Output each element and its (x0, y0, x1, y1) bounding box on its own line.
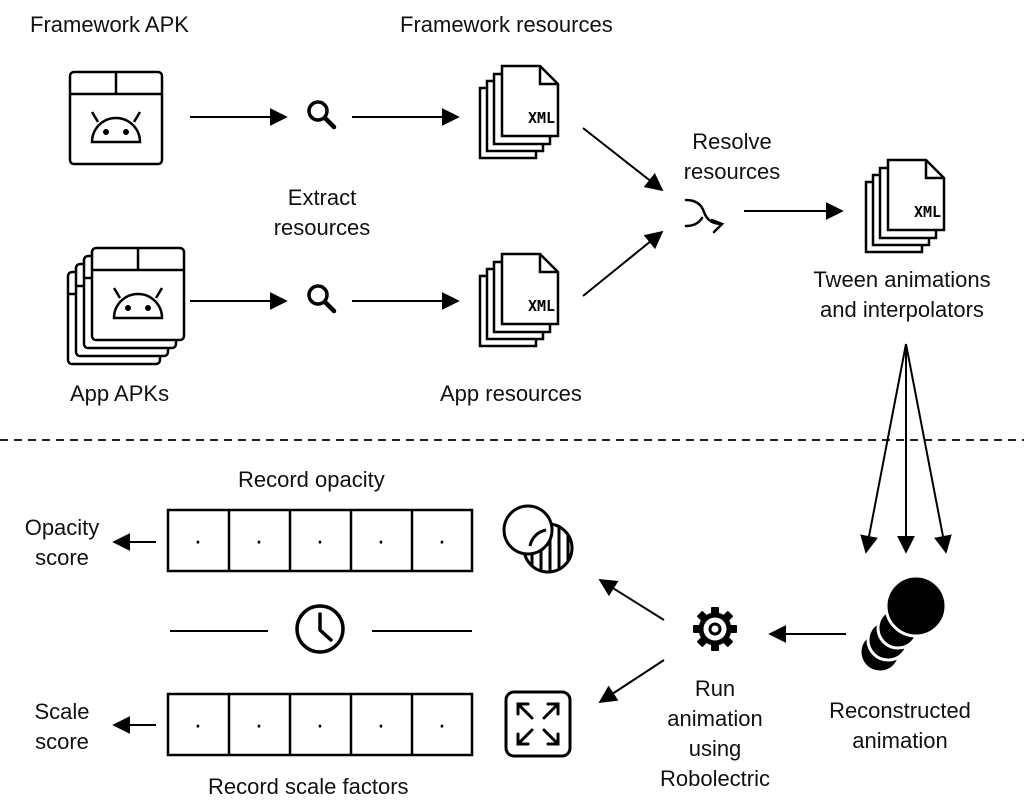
record-scale-factors-label: Record scale factors (208, 774, 409, 799)
arrow-tween-down-left (860, 343, 907, 554)
run-animation-label: Run animation using Robolectric (648, 674, 782, 794)
merge-arrow-icon (684, 198, 725, 234)
extract-resources-label: Extract resources (264, 183, 380, 243)
reconstructed-animation-line-1: Reconstructed (829, 698, 971, 723)
opacity-frame-4: · (377, 525, 386, 555)
tween-animations-label: Tween animations and interpolators (800, 265, 1004, 325)
scale-frames: · · · · · (166, 692, 474, 757)
opacity-circles-icon (502, 504, 574, 574)
scale-frame-3: · (316, 709, 325, 739)
scale-frame-1: · (194, 709, 203, 739)
opacity-frame-1: · (194, 525, 203, 555)
framework-apk-icon (68, 70, 164, 166)
opacity-frames: · · · · · (166, 508, 474, 573)
app-xml-files-icon: XML (478, 252, 560, 348)
search-icon-bottom (309, 286, 334, 311)
app-apks-icon (66, 246, 186, 366)
animated-ball-icon (858, 574, 948, 674)
arrow-app-to-resolve (582, 230, 664, 297)
run-animation-line-1: Run (694, 676, 736, 701)
resolve-resources-line-2: resources (683, 159, 781, 184)
opacity-frame-3: · (316, 525, 325, 555)
reconstructed-animation-line-2: animation (852, 728, 948, 753)
tween-animations-line-2: and interpolators (820, 297, 984, 322)
reconstructed-animation-label: Reconstructed animation (812, 696, 988, 756)
opacity-score-line-2: score (35, 545, 89, 570)
run-animation-line-2: animation (667, 706, 763, 731)
arrow-framework-to-resolve (582, 127, 664, 192)
xml-tag: XML (528, 109, 555, 127)
arrow-gear-to-scale (598, 659, 665, 703)
scale-score-line-2: score (35, 729, 89, 754)
xml-tag: XML (914, 203, 941, 221)
search-icon-top (309, 102, 334, 127)
scale-score-line-1: Scale (34, 699, 90, 724)
extract-resources-line-2: resources (273, 215, 371, 240)
framework-apk-label: Framework APK (30, 12, 189, 37)
framework-resources-label: Framework resources (400, 12, 613, 37)
scale-expand-icon (504, 690, 572, 758)
scale-score-label: Scale score (14, 697, 110, 757)
resolve-resources-label: Resolve resources (676, 127, 788, 187)
scale-frame-4: · (377, 709, 386, 739)
opacity-frame-2: · (255, 525, 264, 555)
clock-icon (295, 604, 345, 654)
gear-icon (693, 607, 737, 651)
opacity-score-label: Opacity score (14, 513, 110, 573)
app-apks-label: App APKs (70, 381, 170, 406)
framework-xml-files-icon: XML (478, 64, 560, 160)
xml-tag: XML (528, 297, 555, 315)
tween-animations-line-1: Tween animations (813, 267, 991, 292)
opacity-score-line-1: Opacity (24, 515, 100, 540)
record-opacity-label: Record opacity (238, 467, 385, 492)
arrow-tween-down-right (905, 343, 952, 554)
scale-frame-2: · (255, 709, 264, 739)
extract-resources-line-1: Extract (287, 185, 357, 210)
tween-xml-files-icon: XML (864, 158, 946, 254)
run-animation-line-3: using (688, 736, 742, 761)
opacity-frame-5: · (438, 525, 447, 555)
scale-frame-5: · (438, 709, 447, 739)
app-resources-label: App resources (440, 381, 582, 406)
run-animation-line-4: Robolectric (659, 766, 771, 791)
resolve-resources-line-1: Resolve (692, 129, 772, 154)
arrow-gear-to-opacity (598, 579, 665, 621)
